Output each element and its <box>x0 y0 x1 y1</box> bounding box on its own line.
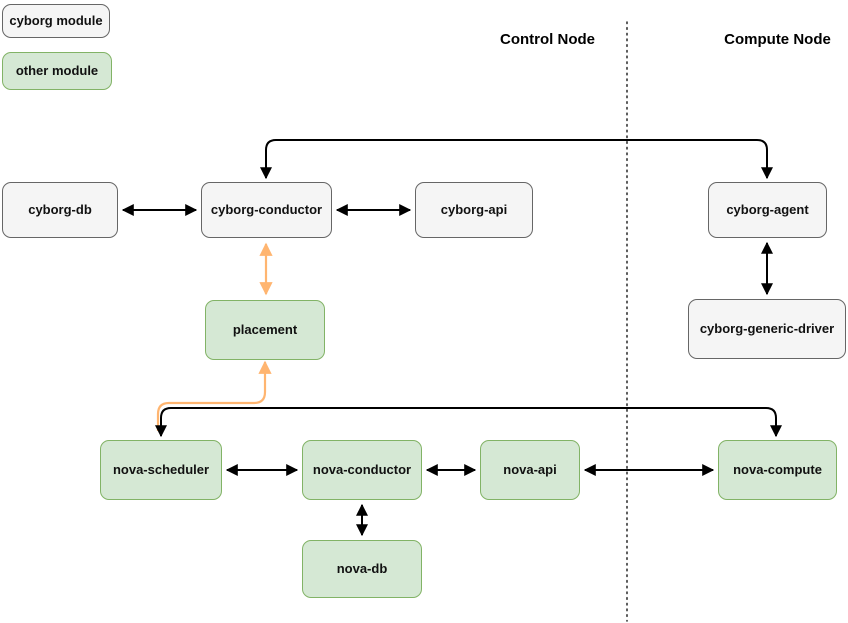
node-cyborg-api: cyborg-api <box>415 182 533 238</box>
edge-placement-nova-scheduler <box>156 360 272 431</box>
node-cyborg-conductor: cyborg-conductor <box>201 182 332 238</box>
node-cyborg-db: cyborg-db <box>2 182 118 238</box>
edge-nova-scheduler-nova-compute <box>155 407 782 438</box>
node-nova-conductor: nova-conductor <box>302 440 422 500</box>
node-placement: placement <box>205 300 325 360</box>
legend-other-module: other module <box>2 52 112 90</box>
zone-label-control-node: Control Node <box>500 31 595 48</box>
node-nova-scheduler: nova-scheduler <box>100 440 222 500</box>
legend-cyborg-module: cyborg module <box>2 4 110 38</box>
zone-label-compute-node: Compute Node <box>724 31 831 48</box>
node-nova-api: nova-api <box>480 440 580 500</box>
node-nova-compute: nova-compute <box>718 440 837 500</box>
node-nova-db: nova-db <box>302 540 422 598</box>
node-cyborg-agent: cyborg-agent <box>708 182 827 238</box>
edge-cyborg-conductor-cyborg-agent <box>260 139 773 180</box>
node-cyborg-generic-driver: cyborg-generic-driver <box>688 299 846 359</box>
